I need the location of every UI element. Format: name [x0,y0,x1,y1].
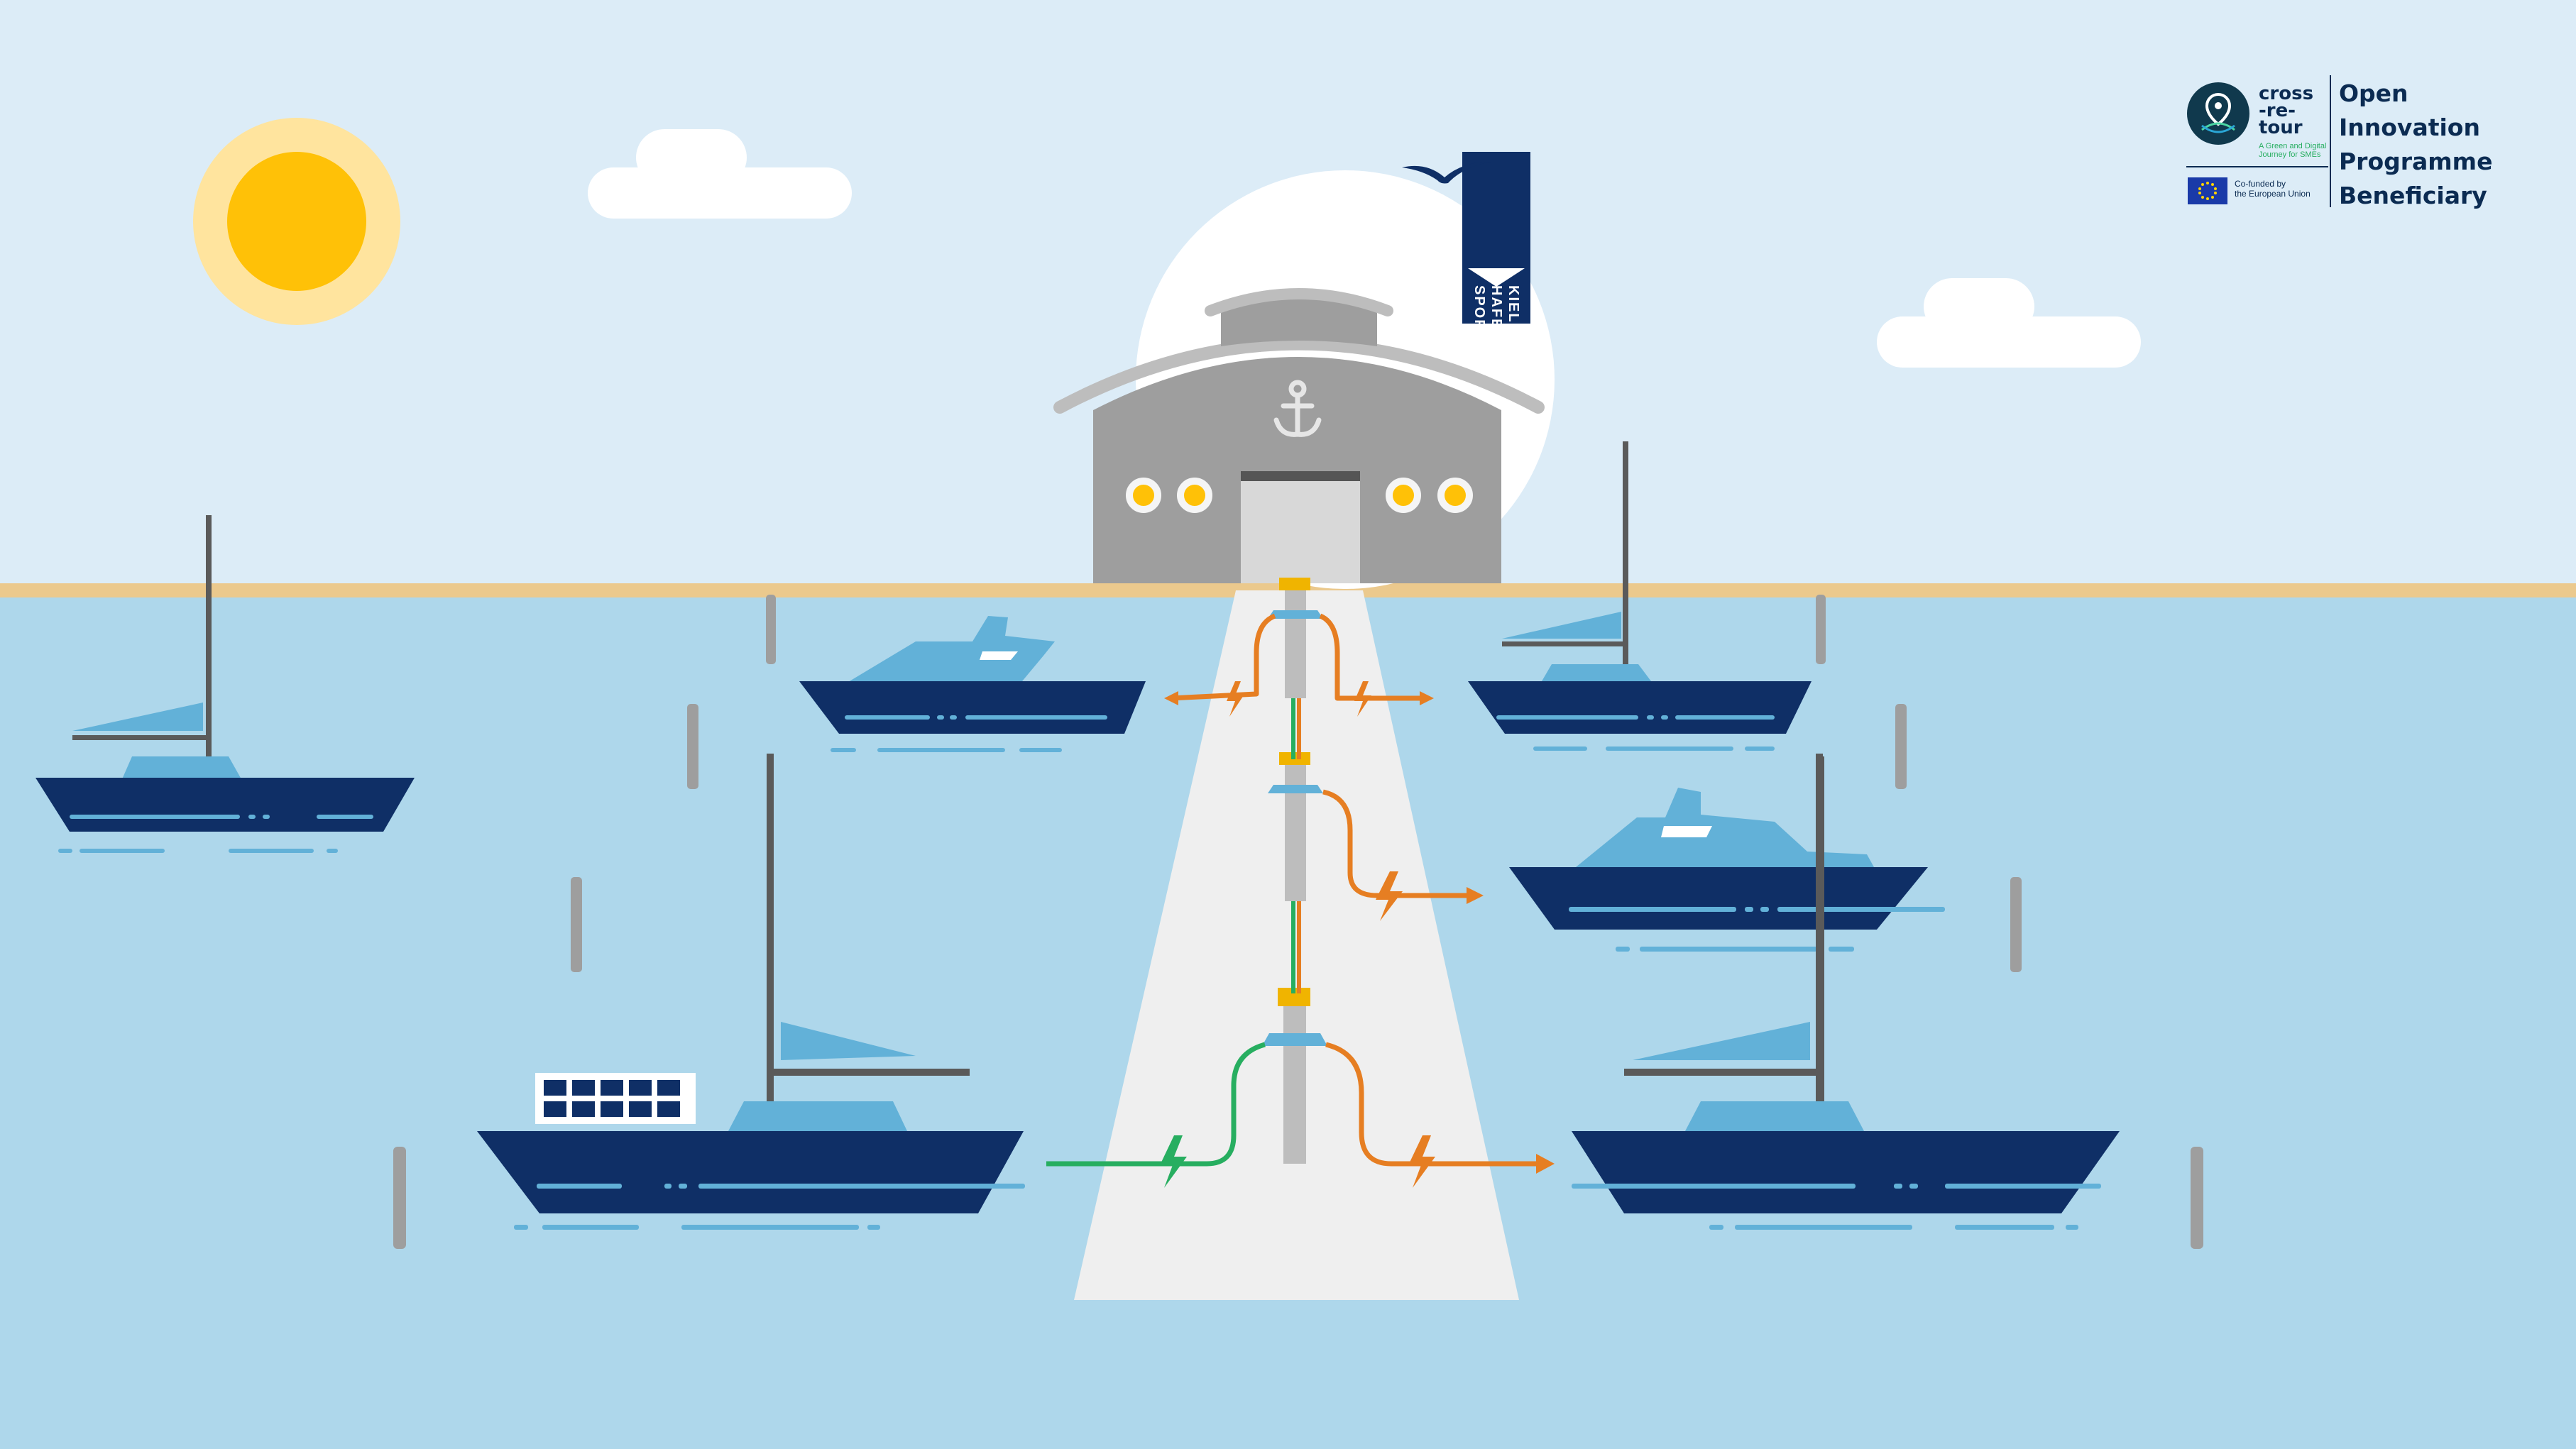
power-pedestals [1278,578,1310,1164]
flag-text-2: HAFEN [1489,285,1504,341]
cloud-left [588,129,852,219]
seagull-icon [1402,162,1491,184]
logo-divider [2186,166,2328,167]
logo-title-line: -re- [2259,100,2296,121]
harbour-building [1053,288,1545,583]
sailboat-left [35,515,415,853]
cloud-right [1877,278,2141,368]
pedestal-connectors [1262,610,1327,1046]
pier [1074,590,1519,1300]
logo-title-line: tour [2259,117,2303,138]
sun-icon [193,118,400,325]
mooring-poles [393,595,2203,1249]
sailboat-top-right [1468,441,1812,751]
sailboat-bottom-right [1572,754,2120,1230]
eu-label-line: Co-funded by [2235,179,2286,189]
eu-label-line: the European Union [2235,189,2311,199]
programme-line: Programme [2339,148,2493,175]
sport-hafen-kiel-flag: SPORT HAFEN KIEL [1462,152,1530,341]
logo-tagline: A Green and Digital Journey for SMEs [2259,142,2337,159]
sailboat-solar [477,754,1025,1230]
power-flow-bottom-out [1325,1042,1540,1167]
power-flow-top [1169,613,1427,701]
branding-block: cross -re- tour A Green and Digital Jour… [2179,71,2563,213]
programme-line: Innovation [2339,114,2480,141]
arrow-icons [1164,691,1555,1174]
cross-re-tour-logo-icon [2187,82,2249,145]
solar-panel-icon [535,1073,696,1124]
logo-title-line: cross [2259,83,2314,104]
porthole-lights [1126,478,1473,513]
flag-text-3: KIEL [1506,285,1521,324]
lightning-icons [1160,681,1435,1188]
logo-tagline-line: A Green and Digital [2259,142,2327,150]
vertical-divider [2330,75,2331,207]
eu-cofunded-label: Co-funded by the European Union [2235,179,2334,199]
programme-line: Open [2339,79,2408,107]
eu-flag-icon [2188,177,2227,204]
power-flow-middle [1322,789,1469,898]
power-flow-solar-in [1046,1042,1266,1167]
flag-text: SPORT [1471,285,1487,341]
anchor-icon [1273,380,1322,437]
programme-label: Open Innovation Programme Beneficiary [2339,77,2492,213]
logo-tagline-line: Journey for SMEs [2259,150,2321,159]
cross-re-tour-title: cross -re- tour [2259,83,2314,138]
pier-cables [1291,698,1301,993]
programme-line: Beneficiary [2339,182,2487,209]
motor-yacht-top-left [799,616,1146,752]
